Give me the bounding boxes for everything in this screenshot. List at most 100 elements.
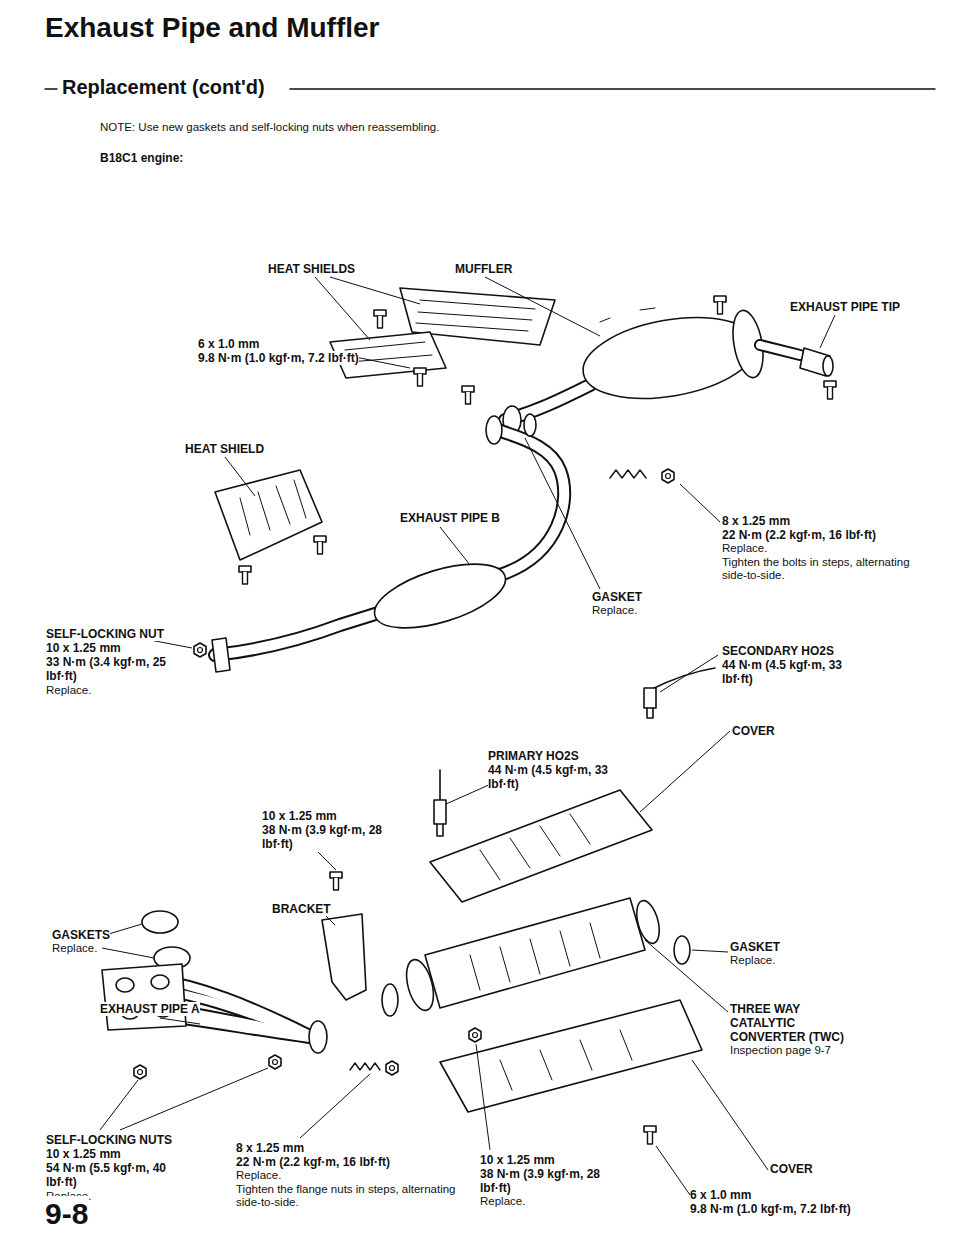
leader-line [330, 277, 420, 304]
part-label: 6 x 1.0 mm [198, 337, 259, 351]
callout-group: 8 x 1.25 mm22 N·m (2.2 kgf·m, 16 lbf·ft)… [722, 514, 922, 583]
leader-line [440, 527, 470, 565]
part-label: GASKETS [52, 928, 110, 942]
cover [440, 1000, 702, 1112]
part-label: 10 x 1.25 mm [46, 641, 121, 655]
callout-group: GASKETReplace. [730, 940, 780, 968]
secondary-ho2s [644, 668, 715, 718]
bolt-symbol [714, 296, 726, 314]
leader-line [660, 655, 718, 692]
part-label: 38 N·m (3.9 kgf·m, 28 lbf·ft) [480, 1167, 608, 1195]
part-label: NOTE: Use new gaskets and self-locking n… [100, 121, 439, 135]
part-label: 33 N·m (3.4 kgf·m, 25 lbf·ft) [46, 655, 174, 683]
part-label: COVER [770, 1162, 813, 1176]
leader-line [100, 1080, 138, 1130]
leader-line [525, 438, 600, 589]
part-label: EXHAUST PIPE B [400, 511, 500, 525]
nut-symbol [269, 1055, 281, 1069]
bolt-symbol [330, 872, 342, 890]
callout-group: HEAT SHIELDS [268, 262, 355, 276]
part-label: PRIMARY HO2S [488, 749, 579, 763]
callout-group: HEAT SHIELD [185, 442, 264, 456]
leader-line [160, 1018, 200, 1024]
bolt-symbol [462, 386, 474, 404]
part-label: Replace. [52, 942, 97, 956]
leader-line [315, 277, 370, 340]
callout-group: GASKETReplace. [592, 590, 642, 618]
leader-line [225, 457, 255, 496]
part-label: 10 x 1.25 mm [480, 1153, 555, 1167]
exhaust-pipe-tip [800, 348, 833, 376]
part-label: Replace. [236, 1169, 281, 1183]
leader-line [476, 1044, 490, 1150]
part-label: 22 N·m (2.2 kgf·m, 16 lbf·ft) [236, 1155, 390, 1169]
part-label: 8 x 1.25 mm [236, 1141, 304, 1155]
page-number: 9-8 [45, 1196, 88, 1231]
part-label: Replace. [592, 604, 637, 618]
leader-line [656, 1146, 690, 1195]
catalytic-converter [382, 898, 690, 1016]
callout-group: B18C1 engine: [100, 151, 183, 165]
primary-ho2s [434, 770, 446, 836]
part-label: 10 x 1.25 mm [46, 1147, 121, 1161]
muffler [503, 305, 800, 434]
part-label: 54 N·m (5.5 kgf·m, 40 lbf·ft) [46, 1161, 174, 1189]
gasket [142, 911, 178, 933]
bolt-symbol [374, 310, 386, 328]
heat-shield [215, 470, 322, 560]
spring-bolt [350, 1061, 398, 1075]
callout-group: MUFFLER [455, 262, 512, 276]
callout-group: SECONDARY HO2S44 N·m (4.5 kgf·m, 33 lbf·… [722, 644, 854, 686]
nut-symbol [134, 1065, 146, 1079]
part-label: HEAT SHIELDS [268, 262, 355, 276]
part-label: GASKET [592, 590, 642, 604]
part-label: 38 N·m (3.9 kgf·m, 28 lbf·ft) [262, 823, 390, 851]
part-label: THREE WAY CATALYTIC CONVERTER (TWC) [730, 1002, 858, 1044]
part-label: 9.8 N·m (1.0 kgf·m, 7.2 lbf·ft) [198, 351, 359, 365]
bolt-symbol [239, 566, 251, 584]
callout-group: THREE WAY CATALYTIC CONVERTER (TWC)Inspe… [730, 1002, 858, 1058]
callout-group: GASKETSReplace. [52, 928, 110, 956]
leader-line [692, 1060, 768, 1170]
callout-group: 9-8 [45, 1196, 88, 1231]
part-label: 8 x 1.25 mm [722, 514, 790, 528]
leader-line [680, 484, 720, 522]
callout-group: EXHAUST PIPE TIP [790, 300, 900, 314]
part-label: 22 N·m (2.2 kgf·m, 16 lbf·ft) [722, 528, 876, 542]
bracket [322, 914, 366, 1000]
callout-group: BRACKET [272, 902, 331, 916]
leader-line [640, 731, 730, 812]
cover [430, 790, 652, 902]
part-label: B18C1 engine: [100, 151, 183, 165]
part-label: Tighten the flange nuts in steps, altern… [236, 1183, 466, 1210]
leader-line [318, 852, 336, 870]
part-label: 6 x 1.0 mm [690, 1188, 751, 1202]
callout-group: PRIMARY HO2S44 N·m (4.5 kgf·m, 33 lbf·ft… [488, 749, 616, 791]
part-label: SECONDARY HO2S [722, 644, 834, 658]
leader-line [102, 948, 154, 958]
part-label: 10 x 1.25 mm [262, 809, 337, 823]
leader-line [300, 1074, 370, 1138]
part-label: Inspection page 9-7 [730, 1044, 831, 1058]
callout-group: 10 x 1.25 mm38 N·m (3.9 kgf·m, 28 lbf·ft… [262, 809, 390, 851]
callout-group: EXHAUST PIPE B [400, 511, 500, 525]
part-label: EXHAUST PIPE TIP [790, 300, 900, 314]
part-label: Replace. [480, 1195, 525, 1209]
part-label: MUFFLER [455, 262, 512, 276]
leader-line [692, 950, 728, 952]
callout-group: COVER [770, 1162, 813, 1176]
exhaust-pipe-b [212, 414, 564, 672]
bolt-symbol [314, 536, 326, 554]
callout-group: COVER [732, 724, 775, 738]
leader-line [645, 940, 728, 1012]
bolt-symbol [414, 368, 426, 386]
nut-symbol [194, 643, 206, 657]
part-label: HEAT SHIELD [185, 442, 264, 456]
callout-group: 6 x 1.0 mm9.8 N·m (1.0 kgf·m, 7.2 lbf·ft… [690, 1188, 940, 1216]
part-label: GASKET [730, 940, 780, 954]
part-label: 44 N·m (4.5 kgf·m, 33 lbf·ft) [488, 763, 616, 791]
callout-group: SELF-LOCKING NUT10 x 1.25 mm33 N·m (3.4 … [46, 627, 174, 697]
part-label: Tighten the bolts in steps, alternating … [722, 556, 922, 583]
leader-line [120, 1068, 268, 1130]
